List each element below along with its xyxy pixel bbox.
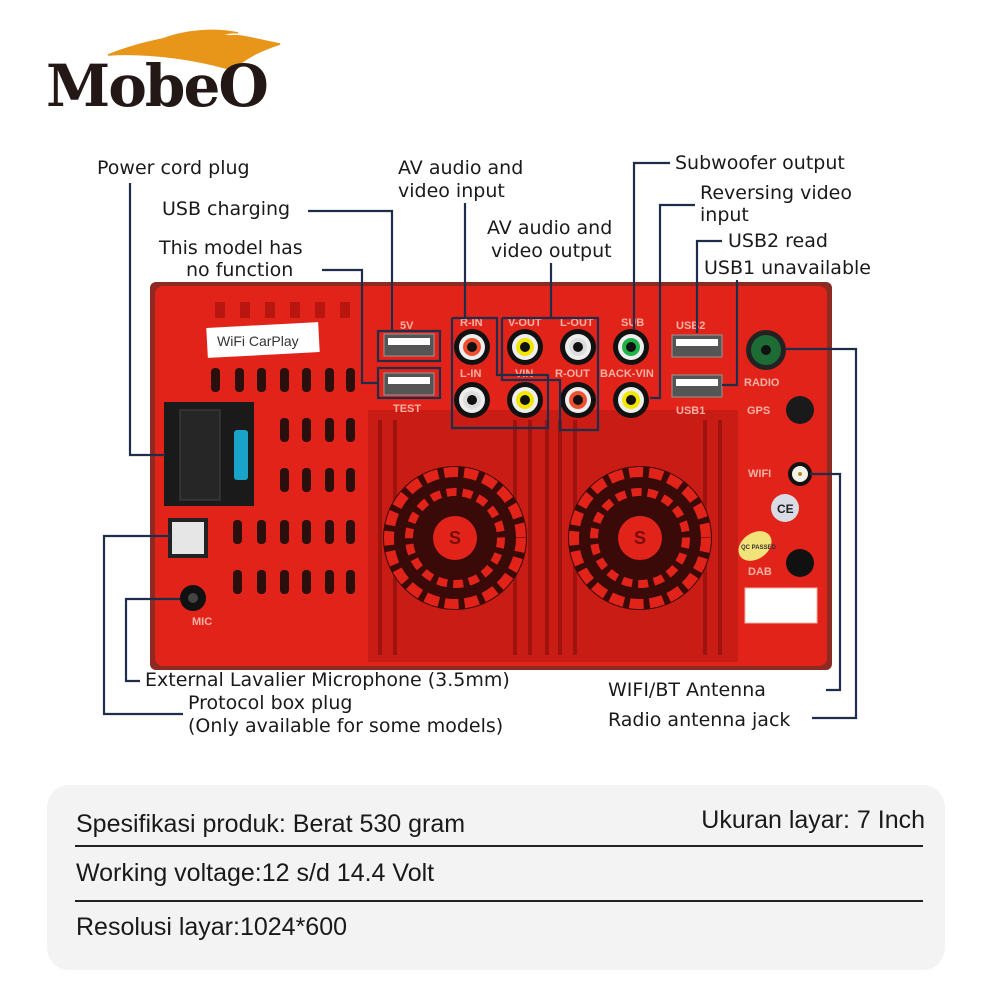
spec-screen-size: Ukuran layar: 7 Inch — [701, 806, 925, 834]
spec-resolution: Resolusi layar:1024*600 — [76, 913, 348, 941]
callout-av-output-2: video output — [491, 240, 612, 262]
sticker-text: WiFi CarPlay — [217, 333, 299, 349]
label-usb1: USB1 — [676, 405, 705, 417]
divider — [75, 900, 923, 902]
divider — [75, 845, 923, 847]
power-harness-connector — [164, 402, 254, 506]
callout-reversing-1: Reversing video — [700, 182, 852, 204]
label-ce: CE — [777, 502, 794, 516]
callout-radio: Radio antenna jack — [608, 709, 791, 731]
spec-box: Spesifikasi produk: Berat 530 gram Ukura… — [47, 785, 945, 970]
label-l-in: L-IN — [460, 368, 481, 380]
qc-sticker — [738, 531, 772, 561]
cooling-fan-right — [568, 466, 712, 610]
callout-av-input-1: AV audio and — [398, 157, 524, 179]
leader-lines — [102, 161, 858, 720]
label-v-out: V-OUT — [508, 317, 542, 329]
pin-table-sticker — [744, 587, 818, 624]
usb-ports — [383, 333, 723, 398]
spec-weight: Spesifikasi produk: Berat 530 gram — [76, 810, 466, 838]
callout-protocol-1: Protocol box plug — [188, 692, 353, 714]
vent-slots — [211, 368, 355, 594]
label-wifi: WIFI — [748, 468, 771, 480]
label-usb2: USB2 — [676, 320, 705, 332]
callout-subwoofer: Subwoofer output — [675, 152, 845, 174]
rca-jacks — [454, 329, 649, 418]
label-r-out: R-OUT — [555, 368, 590, 380]
wifi-carplay-sticker — [206, 322, 320, 358]
callout-av-output-1: AV audio and — [487, 217, 613, 239]
callout-microphone: External Lavalier Microphone (3.5mm) — [145, 669, 510, 691]
callout-reversing-2: input — [700, 204, 749, 226]
label-l-out: L-OUT — [560, 317, 594, 329]
fan-logo-left: S — [449, 528, 461, 548]
callout-usb-charging: USB charging — [162, 198, 291, 220]
callout-no-function-1: This model has — [159, 237, 303, 259]
callout-wifi-bt: WIFI/BT Antenna — [608, 679, 766, 701]
label-qc: QC PASSED — [741, 545, 777, 551]
dab-port — [786, 549, 814, 577]
label-back-vin: BACK-VIN — [600, 368, 654, 380]
ce-sticker — [771, 494, 799, 522]
callout-usb1: USB1 unavailable — [704, 257, 871, 279]
logo-swoosh — [107, 29, 281, 71]
callout-no-function-2: no function — [186, 259, 294, 281]
callout-protocol-2: (Only available for some models) — [188, 715, 504, 737]
logo-text: MobeO — [46, 52, 269, 120]
protocol-box-connector — [168, 518, 208, 558]
label-mic: MIC — [192, 616, 212, 628]
label-radio: RADIO — [744, 377, 780, 389]
cooling-fan-left — [383, 466, 527, 610]
callout-av-input-2: video input — [398, 180, 505, 202]
callout-power-cord: Power cord plug — [97, 157, 250, 179]
spec-voltage: Working voltage:12 s/d 14.4 Volt — [76, 859, 435, 887]
label-5v: 5V — [400, 320, 414, 332]
head-unit-rear: WiFi CarPlay 5V TEST R-IN V-OUT L-OUT SU… — [102, 161, 858, 720]
brand-logo — [107, 29, 281, 71]
label-gps: GPS — [747, 405, 770, 417]
label-r-in: R-IN — [460, 317, 483, 329]
label-dab: DAB — [748, 566, 772, 578]
label-sub: SUB — [621, 317, 644, 329]
label-test: TEST — [393, 403, 421, 415]
fan-logo-right: S — [634, 528, 646, 548]
gps-port — [786, 396, 814, 424]
callout-usb2: USB2 read — [728, 230, 828, 252]
